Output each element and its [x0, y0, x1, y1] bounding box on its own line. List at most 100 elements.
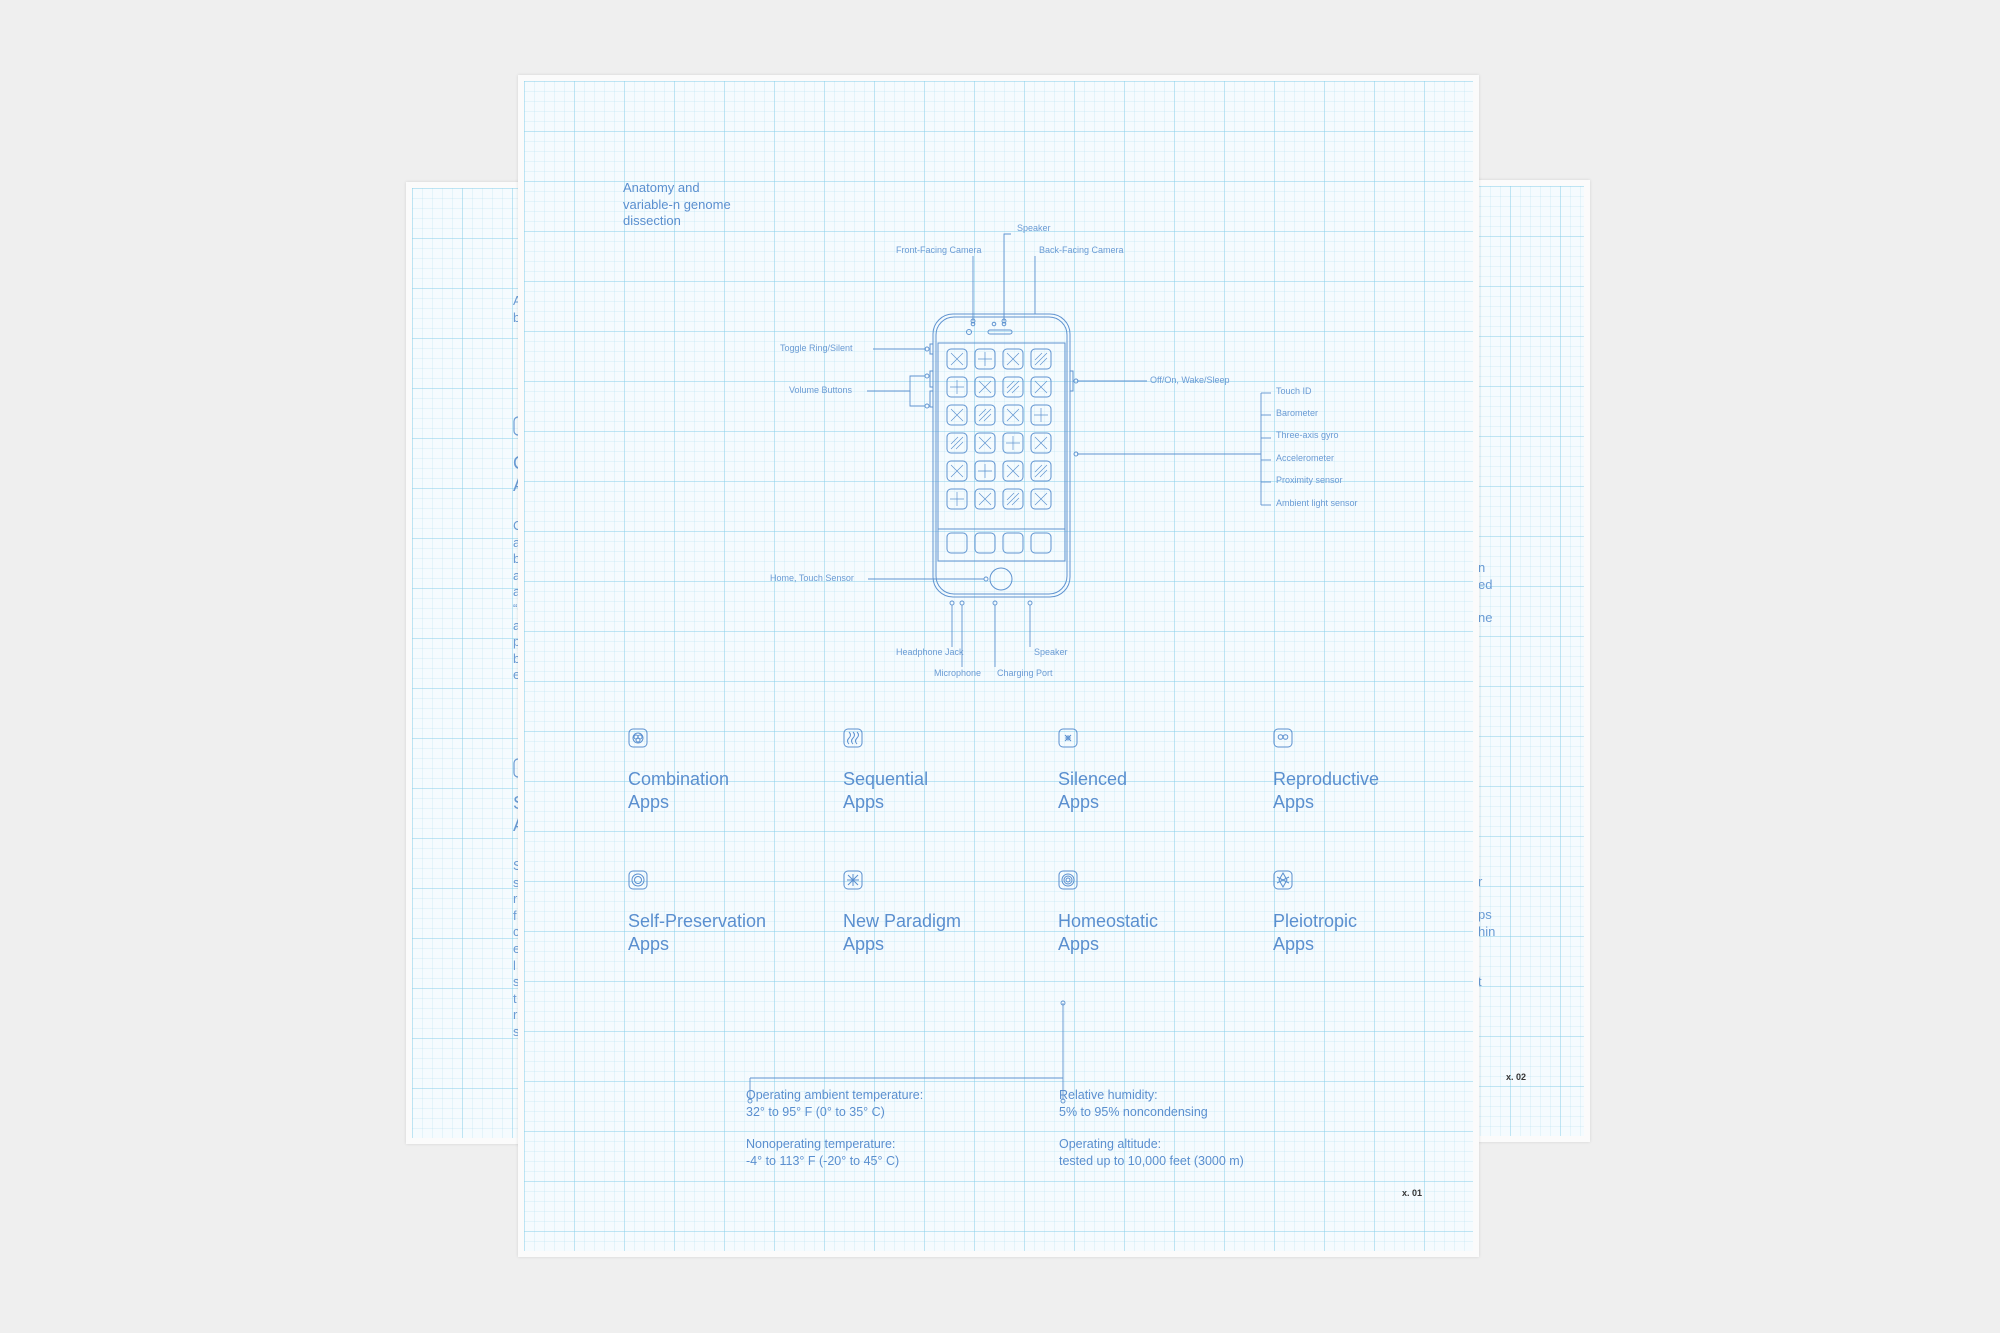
combination-icon — [628, 728, 648, 748]
app-icon — [946, 348, 968, 370]
app-glyph — [978, 436, 992, 450]
category-line1: Combination — [628, 769, 730, 789]
callout-front-camera: Front-Facing Camera — [896, 245, 982, 255]
category-line1: New Paradigm — [843, 911, 962, 931]
app-icon — [1030, 376, 1052, 398]
app-icon — [1030, 488, 1052, 510]
fragment: f — [513, 907, 517, 923]
front-camera — [966, 329, 972, 335]
spec-value: -4° to 113° F (-20° to 45° C) — [746, 1153, 900, 1168]
fragment — [1478, 593, 1492, 610]
category-line2: Apps — [628, 934, 670, 954]
spec-label: Relative humidity: — [1059, 1088, 1158, 1102]
category-line1: Sequential — [843, 769, 929, 789]
app-icon — [1030, 432, 1052, 454]
dock-app-icon — [1002, 532, 1024, 554]
fragment: l — [513, 957, 516, 973]
fragment: t — [1478, 973, 1482, 989]
fragment: a — [513, 617, 521, 633]
callout-charging: Charging Port — [997, 668, 1053, 678]
fragment: c — [513, 924, 520, 940]
sensor-label: Barometer — [1276, 408, 1319, 418]
fragment: n — [1478, 560, 1486, 575]
app-glyph — [1006, 380, 1020, 394]
sensor-label: Proximity sensor — [1276, 475, 1343, 485]
spec-label: Operating altitude: — [1059, 1137, 1162, 1151]
homeostatic-icon — [1058, 870, 1078, 890]
dock-app-icon — [1030, 532, 1052, 554]
app-icon — [1002, 404, 1024, 426]
app-icon — [946, 488, 968, 510]
fragment: s — [513, 1023, 520, 1039]
app-glyph — [1034, 408, 1048, 422]
app-icon — [1002, 432, 1024, 454]
category-line2: Apps — [1273, 934, 1315, 954]
fragment: ps — [1478, 907, 1492, 923]
fragment: s — [513, 974, 520, 990]
fragment: r — [1478, 874, 1483, 889]
callout-speaker-bottom: Speaker — [1034, 647, 1068, 657]
category-line1: Silenced — [1058, 769, 1128, 789]
app-icon-grid — [946, 348, 1052, 554]
category-line2: Apps — [628, 792, 670, 812]
app-icon — [1002, 488, 1024, 510]
fragment: r — [513, 1007, 518, 1023]
app-glyph — [978, 464, 992, 478]
phone-screen — [937, 342, 1066, 562]
app-icon — [946, 404, 968, 426]
fragment: a — [513, 567, 521, 583]
category-line2: Apps — [843, 934, 885, 954]
app-icon — [974, 460, 996, 482]
app-icon — [974, 488, 996, 510]
callout-home: Home, Touch Sensor — [770, 573, 854, 583]
callout-speaker-top: Speaker — [1017, 223, 1051, 233]
app-glyph — [978, 380, 992, 394]
callout-toggle: Toggle Ring/Silent — [780, 343, 853, 353]
app-glyph — [950, 492, 964, 506]
fragment — [1478, 957, 1495, 974]
fragment: b — [513, 650, 521, 666]
sensor-label: Ambient light sensor — [1276, 498, 1358, 508]
app-glyph — [1006, 464, 1020, 478]
app-glyph — [1006, 352, 1020, 366]
sensor-label: Three-axis gyro — [1276, 430, 1339, 440]
app-icon — [974, 348, 996, 370]
new-paradigm-icon — [843, 870, 863, 890]
volume-up — [929, 370, 934, 388]
earpiece — [987, 329, 1013, 335]
app-icon — [946, 376, 968, 398]
category-line2: Apps — [1058, 934, 1100, 954]
reproductive-icon — [1273, 728, 1293, 748]
sensor-label: Accelerometer — [1276, 453, 1335, 463]
dock-app-icon — [974, 532, 996, 554]
fragment: r — [513, 891, 518, 907]
spec-operating-temperature: Operating ambient temperature: 32° to 95… — [746, 1087, 923, 1169]
fragment: b — [513, 551, 521, 567]
fragment — [1478, 891, 1495, 908]
app-glyph — [950, 380, 964, 394]
fragment: a — [513, 534, 521, 550]
fragment: C — [513, 518, 525, 535]
callout-back-camera: Back-Facing Camera — [1039, 245, 1124, 255]
spec-value: 32° to 95° F (0° to 35° C) — [746, 1104, 885, 1119]
app-glyph — [1034, 380, 1048, 394]
callout-power: Off/On, Wake/Sleep — [1150, 375, 1230, 385]
app-glyph — [1034, 464, 1048, 478]
app-icon — [1002, 348, 1024, 370]
category-line1: Pleiotropic — [1273, 911, 1358, 931]
silenced-icon — [1058, 728, 1078, 748]
sequential-icon — [843, 728, 863, 748]
title-line: dissection — [623, 213, 681, 228]
callout-headphone: Headphone Jack — [896, 647, 964, 657]
callout-volume: Volume Buttons — [789, 385, 853, 395]
app-glyph — [1034, 436, 1048, 450]
app-glyph — [978, 492, 992, 506]
home-button — [989, 567, 1013, 591]
fragment: p — [513, 634, 521, 650]
